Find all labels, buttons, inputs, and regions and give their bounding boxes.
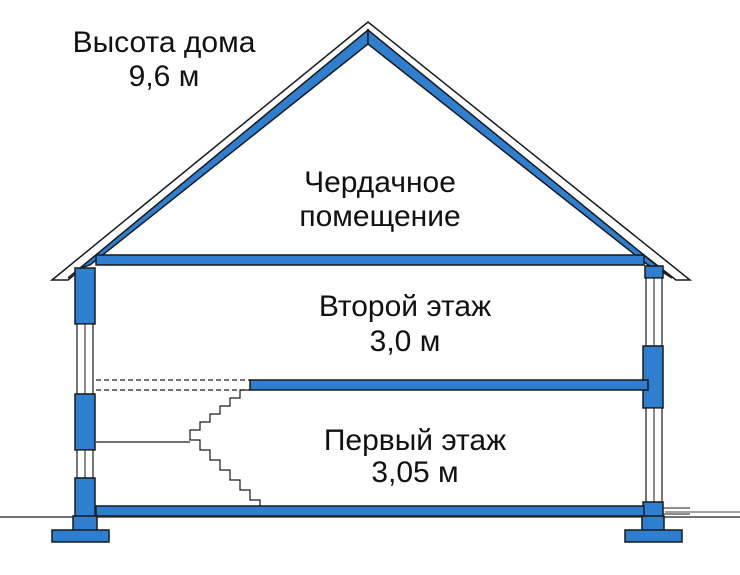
roof-right-slope: [367, 28, 673, 279]
left-wall-lower: [74, 477, 96, 519]
left-foundation-footing: [51, 529, 110, 543]
attic-floor-slab: [95, 254, 645, 266]
floor1-height: 3,05 м: [371, 456, 459, 489]
house-height-value: 9,6 м: [128, 60, 200, 93]
ground-floor-slab: [95, 505, 645, 517]
right-wall-middle: [642, 345, 664, 409]
roof-outline: [49, 21, 693, 281]
right-wall-top: [644, 265, 664, 279]
left-wall-middle: [74, 393, 96, 451]
left-wall-upper: [74, 267, 96, 325]
attic-label-line1: Чердачное: [304, 166, 456, 199]
stairs: [189, 389, 261, 507]
floor1-name: Первый этаж: [323, 424, 507, 457]
floor2-height: 3,0 м: [369, 325, 441, 358]
second-floor-slab: [249, 379, 649, 391]
floor2-name: Второй этаж: [318, 290, 492, 323]
attic-label-line2: помещение: [299, 200, 461, 233]
right-foundation-footing: [624, 529, 683, 543]
house-height-title: Высота дома: [72, 26, 256, 59]
